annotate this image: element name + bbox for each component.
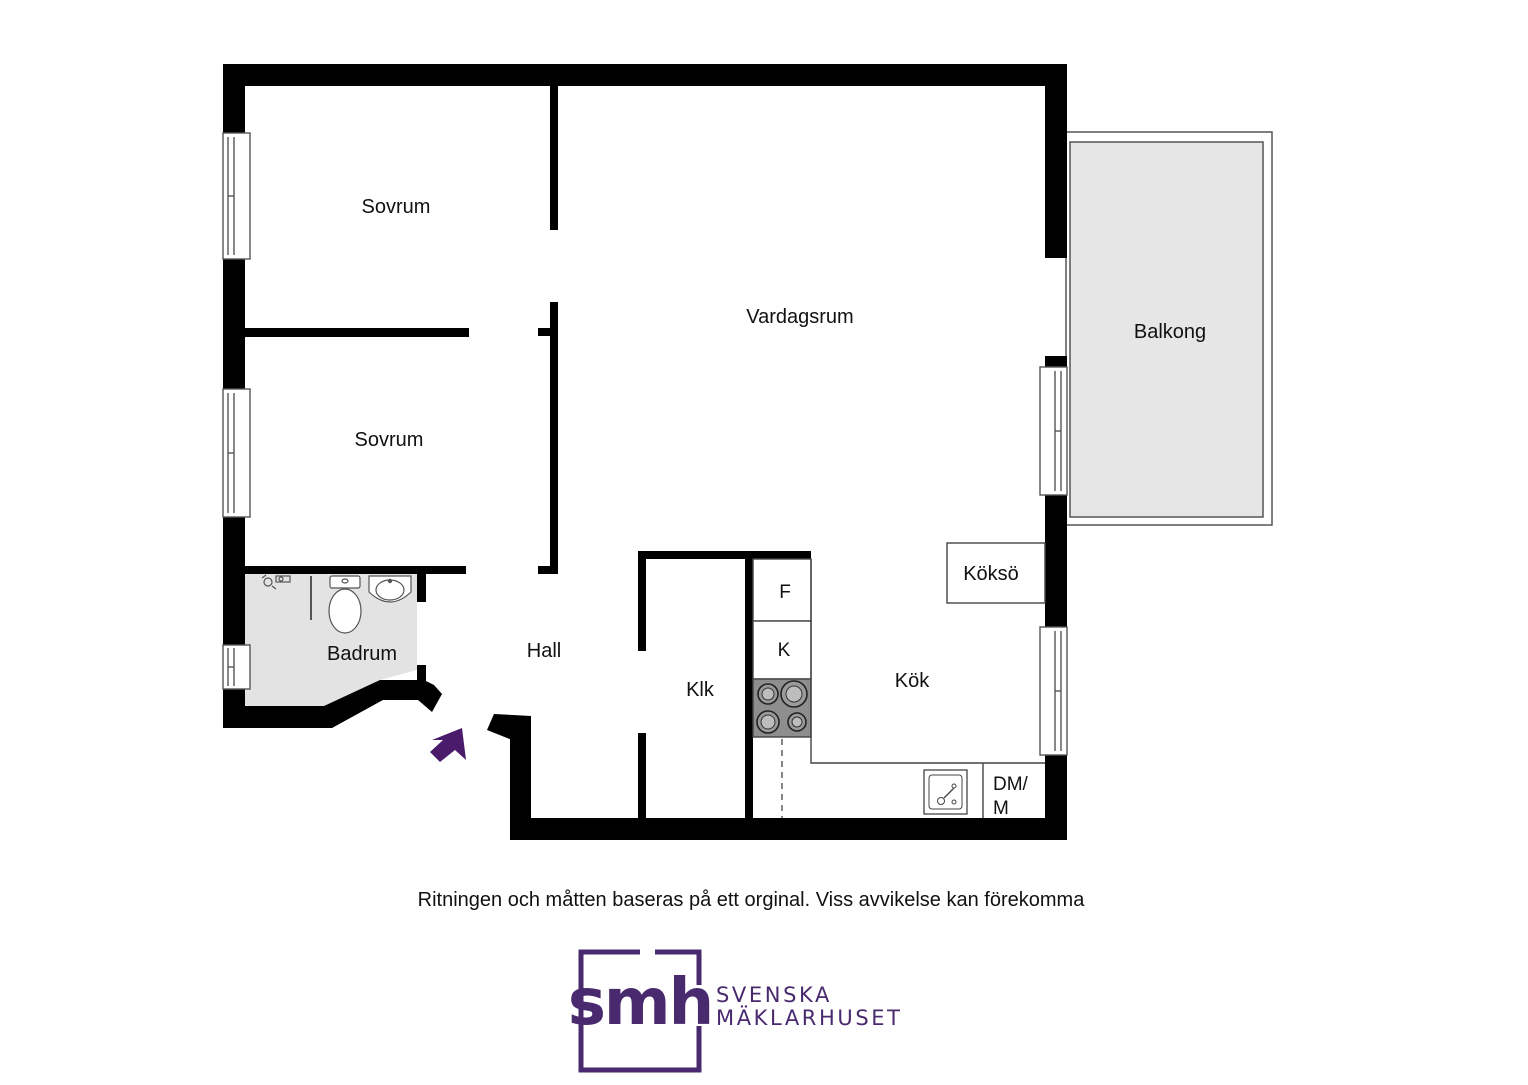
wall-closet-right (745, 559, 753, 820)
stove-icon (752, 678, 812, 738)
room-label-kokso: Köksö (963, 563, 1019, 585)
wall-right-2 (1045, 356, 1067, 368)
kitchen-sink-icon (923, 769, 968, 815)
wall-bottom (510, 818, 1067, 840)
wall-bedroom-vertical-top (550, 86, 558, 230)
balcony-outline (1065, 131, 1273, 526)
wall-door-jamb-left (418, 677, 442, 712)
wall-closet-left-bottom (638, 733, 646, 820)
wall-closet-top (638, 551, 811, 559)
window-bedroom-bottom (222, 388, 251, 518)
wall-bath-right-lower (417, 665, 426, 683)
kitchen-fixtures (752, 542, 1046, 818)
fixture-label-fridge: F (779, 582, 791, 603)
wall-left-2 (223, 259, 245, 390)
room-label-klk: Klk (686, 679, 715, 701)
fridge-box (752, 558, 812, 622)
windows (222, 132, 1068, 756)
wall-bedrooms-divider (245, 328, 469, 337)
wall-left-1 (223, 64, 245, 134)
room-label-kok: Kök (895, 670, 930, 692)
room-label-badrum: Badrum (327, 643, 397, 665)
kitchen-island (946, 542, 1046, 604)
shower-icon (261, 574, 291, 590)
brand-logo: smh SVENSKA MÄKLARHUSET (568, 949, 903, 1073)
disclaimer-text: Ritningen och måtten baseras på ett orgi… (418, 889, 1086, 911)
wall-bath-right (417, 574, 426, 602)
fixture-label-freezer: K (778, 640, 791, 661)
room-label-hall: Hall (527, 640, 561, 662)
room-label-balkong: Balkong (1134, 321, 1206, 343)
bathroom-floor (245, 574, 417, 706)
brand-name-line1: SVENSKA (716, 983, 832, 1007)
fixture-label-dishwasher-2: M (993, 798, 1009, 819)
wall-hall-left (510, 716, 531, 840)
wall-bedroom-stub-2 (538, 566, 552, 574)
wall-closet-left-top (638, 551, 646, 651)
brand-name-line2: MÄKLARHUSET (716, 1005, 903, 1030)
wall-bath-diagonal (324, 680, 420, 728)
window-kitchen (1039, 626, 1068, 756)
window-balcony-door (1039, 366, 1068, 496)
room-labels: Sovrum Sovrum Vardagsrum Balkong Badrum … (327, 196, 1206, 701)
entrance-arrow-icon (430, 728, 466, 762)
wall-top (223, 64, 1067, 86)
wall-left-3 (223, 517, 245, 645)
wall-bedroom-vertical-mid (550, 302, 558, 574)
fixture-label-dishwasher-1: DM/ (993, 774, 1029, 795)
toilet-icon (328, 575, 362, 634)
wall-bath-bottom-left (223, 706, 328, 728)
washbasin-icon (368, 575, 412, 603)
counter-outline (810, 559, 1045, 764)
logo-frame (578, 949, 702, 1073)
window-bedroom-top (222, 132, 251, 260)
logo-mark-text: smh (568, 966, 712, 1040)
wall-right-3 (1045, 495, 1067, 627)
logo-frame-top-right (655, 949, 702, 985)
balcony-floor (1069, 141, 1264, 518)
wall-bedroom-bath (245, 566, 466, 574)
window-bathroom (222, 644, 251, 690)
room-label-vardagsrum: Vardagsrum (746, 306, 853, 328)
wall-bedroom-stub-1 (538, 328, 552, 336)
walls (223, 64, 1067, 840)
bathroom-fixtures (261, 574, 412, 634)
room-label-sovrum-top: Sovrum (362, 196, 431, 218)
wall-right-4 (1045, 755, 1067, 840)
wall-right-1 (1045, 64, 1067, 258)
room-label-sovrum-bottom: Sovrum (355, 429, 424, 451)
fixture-labels: F K DM/ M (778, 582, 1029, 819)
floors (245, 131, 1273, 706)
